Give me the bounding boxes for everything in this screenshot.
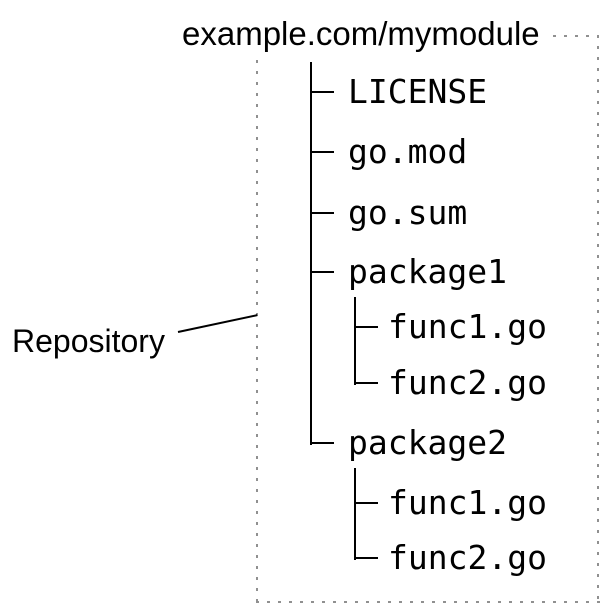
tree-item-package2-func2-go: func2.go [388,538,547,577]
tree-branch-tick [354,502,378,504]
tree-item-go-mod: go.mod [348,132,468,171]
tree-item-package1-func2-go: func2.go [388,363,547,402]
tree-branch-tick [310,91,334,93]
tree-branch-tick [310,151,334,153]
tree-item-go-sum: go.sum [348,193,468,232]
tree-item-package1: package1 [348,252,507,291]
tree-item-package1-func1-go: func1.go [388,307,547,346]
repository-annotation-label: Repository [12,323,165,359]
tree-branch-tick [354,326,378,328]
tree-branch-tick [310,212,334,214]
tree-branch-tick [354,557,378,559]
module-path-title: example.com/mymodule [178,12,550,58]
package2-subtree-line [354,468,356,560]
tree-branch-tick [310,271,334,273]
tree-trunk-line [310,62,312,445]
annotation-pointer-line [177,314,258,333]
tree-item-package2-func1-go: func1.go [388,483,547,522]
tree-item-package2: package2 [348,423,507,462]
repository-border-right [597,35,599,603]
tree-branch-tick [354,382,378,384]
repository-border-left [256,60,258,603]
tree-branch-tick [310,442,334,444]
package1-subtree-line [354,297,356,385]
tree-item-license: LICENSE [348,72,488,111]
repository-border-bottom [256,601,601,603]
